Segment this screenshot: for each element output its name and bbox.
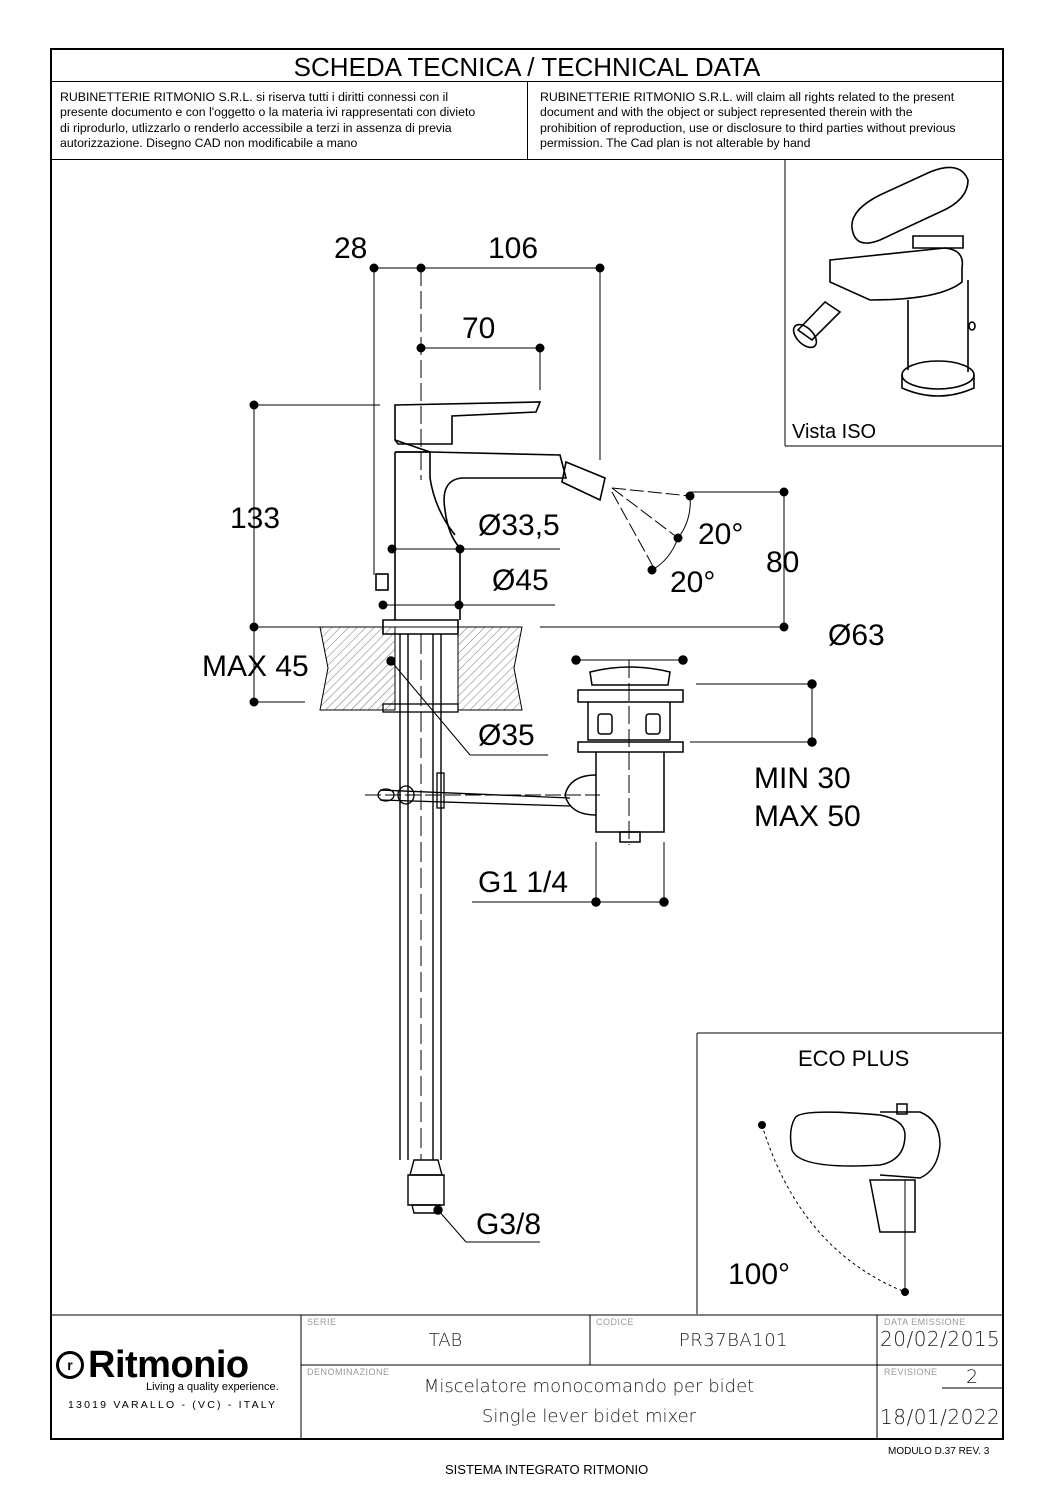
supply-pipes [386,634,548,1243]
denominazione-italian: Miscelatore monocomando per bidet [423,1376,755,1397]
dim-133: 133 [230,502,280,535]
dim-thread-g1-1-4: G1 1/4 [478,866,568,899]
dim-diameter-45: Ø45 [492,564,549,597]
iso-faucet-illustration [792,166,976,397]
header-bottom-line [52,159,1002,160]
data-emissione-label: DATA EMISSIONE [884,1317,966,1327]
header-divider [52,81,1002,82]
brand-tagline: Living a quality experience. [146,1381,279,1393]
dim-diameter-63: Ø63 [828,619,885,652]
left-dimensions [249,400,380,707]
module-code: MODULO D.37 REV. 3 [888,1446,990,1457]
logo-mark-icon: r [56,1351,84,1379]
sheet-title: SCHEDA TECNICA / TECHNICAL DATA [293,52,761,82]
eco-plus-box: ECO PLUS 100° [696,1032,1003,1314]
iso-view-label: Vista ISO [792,421,876,443]
diameter-leaders [378,544,560,610]
eco-plus-title: ECO PLUS [798,1046,909,1071]
dim-min-30: MIN 30 [754,762,851,795]
sheet-frame [50,48,1004,1440]
dim-max-50: MAX 50 [754,800,861,833]
denominazione-english: Single lever bidet mixer [481,1406,697,1427]
company-logo: r Ritmonio Living a quality experience. … [56,1345,296,1411]
eco-plus-lever-illustration [761,1103,941,1293]
dim-28: 28 [334,232,367,265]
countertop-section [319,626,523,713]
dim-diameter-33-5: Ø33,5 [478,509,560,542]
dim-angle-20-upper: 20° [698,518,743,551]
drain-waste [472,655,817,907]
company-address: 13019 VARALLO - (VC) - ITALY [68,1399,278,1411]
dim-angle-20-lower: 20° [670,566,715,599]
title-block-grid [52,1314,1002,1440]
denominazione-label: DENOMINAZIONE [307,1367,390,1377]
revisione-label: REVISIONE [884,1367,938,1377]
notice-italian: RUBINETTERIE RITMONIO S.R.L. si riserva … [60,90,476,150]
notice-divider [527,82,528,160]
dim-diameter-35: Ø35 [478,719,535,752]
integrated-system-label: SISTEMA INTEGRATO RITMONIO [445,1462,649,1477]
codice-value: PR37BA101 [678,1330,789,1351]
dim-70: 70 [462,312,495,345]
dim-80: 80 [766,546,799,579]
dim-thread-g3-8: G3/8 [476,1208,541,1241]
data-emissione-value: 20/02/2015 [880,1327,1001,1351]
dimension-labels: 28 106 70 133 Ø33,5 Ø45 20° 20° 80 Ø63 M… [202,232,885,1241]
dim-106: 106 [488,232,538,265]
revisione-date: 18/01/2022 [880,1405,1001,1429]
revisione-number: 2 [965,1366,979,1388]
brand-name: Ritmonio [88,1344,249,1386]
serie-label: SERIE [307,1317,337,1327]
popup-rod [365,772,600,809]
dim-max-45: MAX 45 [202,650,309,683]
codice-label: CODICE [596,1317,635,1327]
notice-english: RUBINETTERIE RITMONIO S.R.L. will claim … [540,90,956,150]
spray-angle [540,487,789,632]
top-dimensions [369,263,605,575]
eco-plus-angle: 100° [728,1258,790,1291]
serie-value: TAB [428,1330,463,1351]
iso-view-box [784,160,1003,447]
